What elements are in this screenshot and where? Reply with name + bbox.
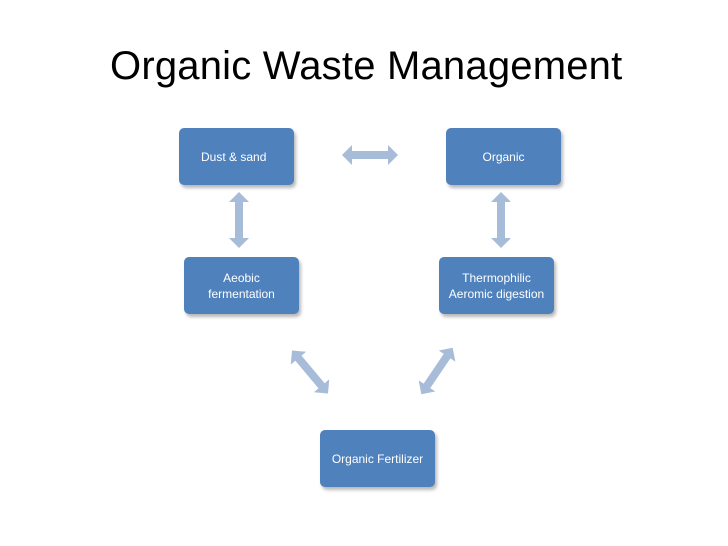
double-arrow-fertilizer-aeobic	[290, 350, 330, 394]
node-thermophilic-label: Thermophilic Aeromic digestion	[448, 270, 545, 301]
node-dust-sand: Dust & sand	[179, 128, 294, 185]
double-arrow-aeobic-dust	[229, 192, 249, 248]
double-arrow-organic-thermophilic	[491, 192, 511, 248]
node-dust-sand-label: Dust & sand	[201, 149, 267, 164]
node-organic-label: Organic	[482, 149, 525, 164]
double-arrow-dust-organic	[342, 145, 398, 165]
node-aeobic-label: Aeobic fermentation	[208, 270, 275, 301]
node-organic-fertilizer: Organic Fertilizer	[320, 430, 435, 487]
node-thermophilic-digestion: Thermophilic Aeromic digestion	[439, 257, 554, 314]
node-organic-fertilizer-label: Organic Fertilizer	[331, 451, 424, 466]
slide-title: Organic Waste Management	[110, 44, 623, 88]
node-organic: Organic	[446, 128, 561, 185]
node-aeobic-fermentation: Aeobic fermentation	[184, 257, 299, 314]
double-arrow-thermophilic-fertilizer	[418, 347, 456, 395]
